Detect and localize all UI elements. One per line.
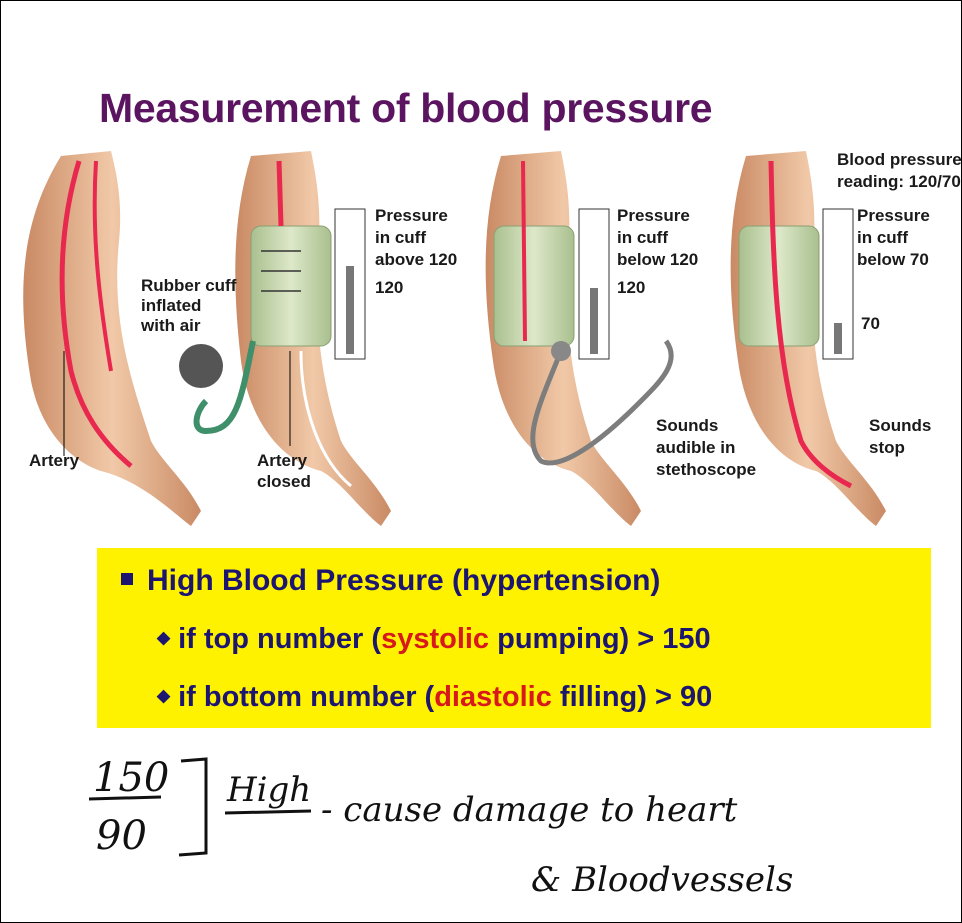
label-panel3-pressure-1: Pressure xyxy=(617,206,690,225)
slide-title: Measurement of blood pressure xyxy=(99,85,712,132)
label-panel2-reading: 120 xyxy=(375,278,403,297)
label-panel4-pressure-2: in cuff xyxy=(857,228,908,247)
systolic-criterion: ◆ if top number (systolic pumping) > 150 xyxy=(157,623,711,656)
label-panel2-pressure-2: in cuff xyxy=(375,228,426,247)
note-numerator: 150 xyxy=(93,755,169,801)
square-bullet-icon xyxy=(121,573,133,585)
handwritten-notes: 150 90 High - cause damage to heart & Bl… xyxy=(1,741,962,923)
blood-pressure-illustration: Artery Rubber cuff inflated with air Art… xyxy=(1,141,962,541)
label-panel3-reading: 120 xyxy=(617,278,645,297)
diastolic-post: filling) > 90 xyxy=(552,681,712,713)
label-panel4-sounds-1: Sounds xyxy=(869,416,931,435)
label-rubber-cuff-3: with air xyxy=(140,316,201,335)
label-bp-reading-1: Blood pressure xyxy=(837,150,962,169)
diamond-bullet-icon: ◆ xyxy=(157,686,170,705)
hypertension-heading: High Blood Pressure (hypertension) xyxy=(121,564,660,598)
label-panel2-pressure-1: Pressure xyxy=(375,206,448,225)
systolic-highlight: systolic xyxy=(381,623,489,655)
label-artery: Artery xyxy=(29,451,80,470)
label-panel3-pressure-3: below 120 xyxy=(617,250,698,269)
label-rubber-cuff-2: inflated xyxy=(141,296,201,315)
label-panel4-pressure-1: Pressure xyxy=(857,206,930,225)
note-high: High xyxy=(226,770,311,810)
label-panel4-sounds-2: stop xyxy=(869,438,905,457)
label-panel4-pressure-3: below 70 xyxy=(857,250,929,269)
systolic-pre: if top number ( xyxy=(178,623,381,655)
note-denominator: 90 xyxy=(96,813,147,859)
label-rubber-cuff-1: Rubber cuff xyxy=(141,276,237,295)
label-artery-closed-2: closed xyxy=(257,472,311,491)
label-panel4-reading: 70 xyxy=(861,314,880,333)
systolic-post: pumping) > 150 xyxy=(489,623,711,655)
label-bp-reading-2: reading: 120/70 xyxy=(837,172,961,191)
hypertension-heading-text: High Blood Pressure (hypertension) xyxy=(147,564,660,597)
diamond-bullet-icon: ◆ xyxy=(157,628,170,647)
diastolic-criterion: ◆ if bottom number (diastolic filling) > … xyxy=(157,681,712,714)
note-line1: - cause damage to heart xyxy=(321,790,738,830)
label-panel3-sounds-1: Sounds xyxy=(656,416,718,435)
diastolic-highlight: diastolic xyxy=(434,681,552,713)
label-panel3-pressure-2: in cuff xyxy=(617,228,668,247)
label-panel3-sounds-3: stethoscope xyxy=(656,460,756,479)
label-artery-closed-1: Artery xyxy=(257,451,308,470)
diastolic-pre: if bottom number ( xyxy=(178,681,434,713)
note-line2: & Bloodvessels xyxy=(531,860,793,900)
label-panel3-sounds-2: audible in xyxy=(656,438,735,457)
label-panel2-pressure-3: above 120 xyxy=(375,250,457,269)
